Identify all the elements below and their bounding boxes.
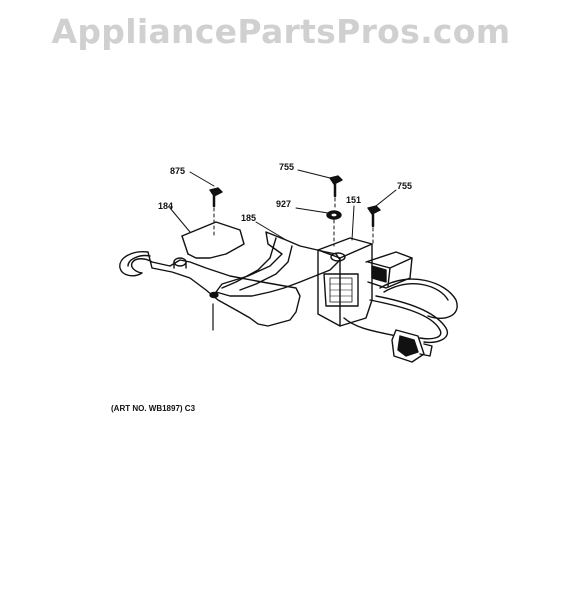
callout-185: 185 bbox=[241, 213, 256, 223]
part-151-motor-assembly bbox=[317, 237, 458, 363]
screw-875 bbox=[209, 187, 223, 331]
leader-lines bbox=[169, 169, 397, 241]
callout-755-left: 755 bbox=[279, 162, 294, 172]
watermark-logo: AppliancePartsPros.com bbox=[51, 12, 511, 51]
screw-755-left bbox=[329, 175, 343, 211]
part-184-bracket bbox=[119, 221, 301, 327]
washer-927 bbox=[326, 210, 342, 247]
screw-755-right bbox=[367, 205, 381, 245]
callout-151: 151 bbox=[346, 195, 361, 205]
callout-755-right: 755 bbox=[397, 181, 412, 191]
art-number-label: (ART NO. WB1897) C3 bbox=[111, 404, 196, 413]
callout-184: 184 bbox=[158, 201, 173, 211]
part-185-mount-bracket bbox=[215, 231, 346, 297]
callout-927: 927 bbox=[276, 199, 291, 209]
callout-875: 875 bbox=[170, 166, 185, 176]
